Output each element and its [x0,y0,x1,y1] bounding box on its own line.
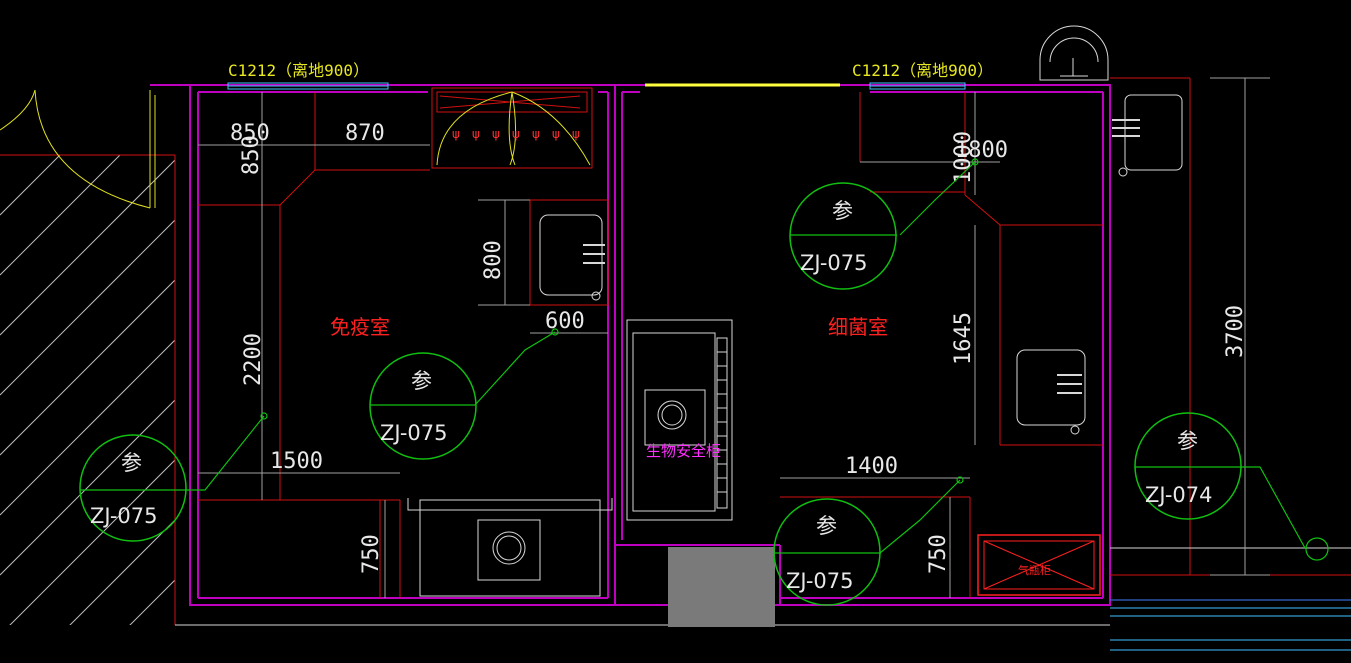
gas-cabinet: 气瓶柜 [977,534,1101,596]
windows: C1212（离地900） C1212（离地900） [227,61,993,90]
reference-callout: 参 ZJ-074 [1134,412,1329,561]
sink-left [539,214,605,301]
reference-callout: 参 ZJ-075 [79,412,268,542]
dim-1645: 1645 [951,312,976,365]
dim-3700: 3700 [1223,305,1248,358]
reference-symbol: 参 [411,369,432,393]
reference-callout: 参 ZJ-075 [369,328,559,460]
gas-cabinet-label: 气瓶柜 [1018,563,1051,577]
reference-code: ZJ-074 [1145,483,1213,507]
reference-symbol: 参 [816,514,837,538]
dim-1500: 1500 [270,449,323,474]
svg-text:ψ: ψ [532,127,540,141]
room-label-immunology: 免疫室 [330,315,390,339]
dim-870: 870 [345,121,385,146]
dim-850-vertical: 850 [239,135,264,175]
walls [150,84,1111,626]
exterior-right [1039,25,1351,651]
reference-symbol: 参 [832,199,853,223]
dim-1400: 1400 [845,454,898,479]
right-room-casework [780,92,1103,598]
biosafety-cabinet-label: 生物安全柜 [646,442,721,460]
left-door [0,89,156,209]
svg-text:ψ: ψ [572,127,580,141]
reference-symbol: 参 [121,451,142,475]
reference-code: ZJ-075 [90,504,158,528]
dim-750-left: 750 [359,534,384,574]
reference-callout: 参 ZJ-075 [773,476,964,606]
sink-right [1016,349,1086,435]
reference-code: ZJ-075 [800,251,868,275]
biosafety-cabinet: 生物安全柜 [626,319,733,521]
dim-850-horizontal: 850 [230,121,270,146]
dim-600: 600 [545,309,585,334]
window-label-right: C1212（离地900） [852,61,993,80]
doorway [668,547,775,627]
dimension-lines [198,77,1270,598]
hatch-area [0,154,176,625]
svg-text:ψ: ψ [512,127,520,141]
window-label-left: C1212（离地900） [228,61,369,80]
dim-2200: 2200 [241,333,266,386]
left-room-casework [198,92,609,598]
svg-text:ψ: ψ [472,127,480,141]
dim-800: 800 [481,240,506,280]
room-label-bacteriology: 细菌室 [828,315,888,339]
svg-text:ψ: ψ [452,127,460,141]
reference-symbol: 参 [1177,429,1198,453]
reference-code: ZJ-075 [380,421,448,445]
reference-code: ZJ-075 [786,569,854,593]
reference-callout: 参 ZJ-075 [789,158,979,290]
svg-text:ψ: ψ [552,127,560,141]
svg-text:ψ: ψ [492,127,500,141]
dim-1800: 1800 [955,138,1008,163]
cabinet-left [407,498,613,597]
dim-1000: 1000 [951,131,976,184]
dim-750-right: 750 [926,534,951,574]
